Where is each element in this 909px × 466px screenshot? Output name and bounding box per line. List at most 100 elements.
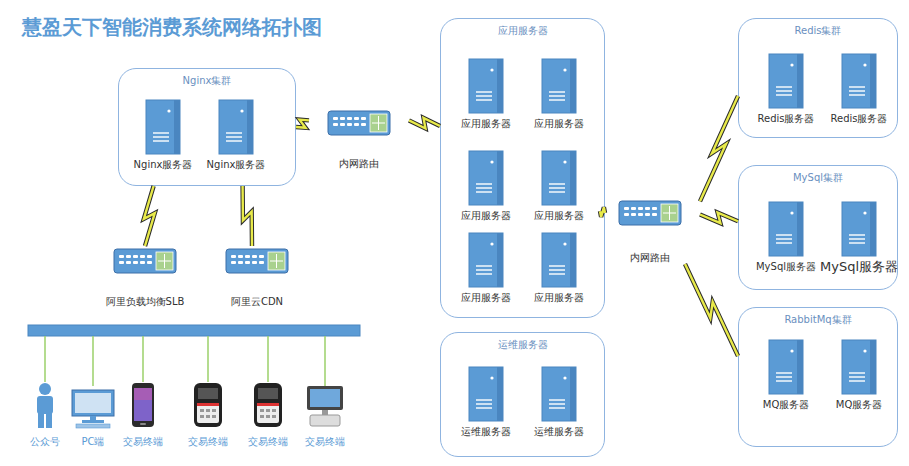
node-label: MQ服务器 [819, 399, 899, 411]
node-label: 内网路由 [600, 252, 700, 264]
server-node: MQ服务器 [746, 339, 826, 413]
node-label: MySql服务器 [746, 261, 826, 273]
node-label: MySql服务器 [819, 259, 899, 275]
link-outline [600, 207, 605, 217]
node-label: 交易终端 [295, 436, 355, 448]
lightning-link [685, 264, 738, 356]
server-icon [841, 339, 877, 399]
server-icon [218, 99, 254, 159]
server-node: 应用服务器 [446, 58, 526, 132]
server-node: 应用服务器 [446, 150, 526, 224]
lightning-link [144, 186, 155, 246]
node-label: 交易终端 [113, 436, 173, 448]
node-label: Redis服务器 [819, 113, 899, 125]
node-label: 运维服务器 [519, 426, 599, 438]
server-icon [468, 150, 504, 210]
link-fill [700, 213, 738, 224]
lightning-link [600, 207, 605, 217]
client-icon [68, 380, 118, 434]
server-node: MQ服务器 [819, 339, 899, 413]
node-label: 阿里云CDN [207, 296, 307, 308]
server-node: Nginx服务器 [196, 99, 276, 173]
node-label: 公众号 [15, 436, 75, 448]
node-label: 应用服务器 [446, 210, 526, 222]
node-label: 应用服务器 [519, 210, 599, 222]
server-node: Redis服务器 [746, 53, 826, 127]
node-label: Nginx服务器 [196, 159, 276, 171]
client-node: 交易终端 [238, 378, 298, 454]
router-icon [618, 200, 682, 230]
node-label: 应用服务器 [519, 292, 599, 304]
client-node: 交易终端 [178, 378, 238, 454]
server-node: MySql服务器 [746, 201, 826, 275]
link-fill [296, 120, 309, 128]
server-icon [768, 53, 804, 113]
router-node: 阿里负载均衡SLB [95, 246, 195, 310]
client-node: PC端 [63, 378, 123, 454]
node-label: 应用服务器 [519, 118, 599, 130]
server-icon [768, 339, 804, 399]
link-fill [600, 207, 605, 217]
lightning-link [296, 120, 309, 128]
server-node: 应用服务器 [519, 58, 599, 132]
server-node: MySql服务器 [819, 201, 899, 275]
server-icon [541, 366, 577, 426]
bus-drops [45, 336, 325, 386]
node-label: 交易终端 [238, 436, 298, 448]
cluster-box: 运维服务器运维服务器运维服务器 [440, 332, 605, 457]
lightning-link [700, 213, 738, 224]
link-outline [700, 96, 738, 201]
cluster-label: RabbitMq集群 [739, 314, 897, 326]
node-label: 应用服务器 [446, 118, 526, 130]
lightning-link [700, 96, 738, 201]
link-fill [144, 186, 155, 246]
router-icon [225, 248, 289, 278]
client-icon [243, 380, 293, 434]
client-icon [118, 380, 168, 434]
link-fill [700, 96, 738, 201]
link-fill [409, 118, 440, 129]
cluster-label: MySql集群 [739, 172, 897, 184]
link-fill [243, 186, 252, 246]
router-icon [113, 248, 177, 278]
lightning-link [409, 118, 440, 129]
server-icon [468, 232, 504, 292]
link-outline [144, 186, 155, 246]
server-icon [768, 201, 804, 261]
node-label: Nginx服务器 [123, 159, 203, 171]
client-icon [183, 380, 233, 434]
node-label: Redis服务器 [746, 113, 826, 125]
lightning-link [243, 186, 252, 246]
client-node: 交易终端 [295, 378, 355, 454]
client-node: 交易终端 [113, 378, 173, 454]
server-icon [541, 150, 577, 210]
node-label: 内网路由 [309, 158, 409, 170]
diagram-title: 慧盈天下智能消费系统网络拓扑图 [22, 14, 322, 40]
server-icon [468, 58, 504, 118]
cluster-label: 应用服务器 [441, 25, 604, 37]
link-outline [296, 120, 309, 128]
link-outline [409, 118, 440, 129]
node-label: 运维服务器 [446, 426, 526, 438]
client-node: 公众号 [15, 378, 75, 454]
server-icon [841, 201, 877, 261]
server-node: Redis服务器 [819, 53, 899, 127]
link-outline [685, 264, 738, 356]
server-node: 运维服务器 [446, 366, 526, 440]
node-label: MQ服务器 [746, 399, 826, 411]
router-node: 内网路由 [600, 198, 700, 264]
node-label: 应用服务器 [446, 292, 526, 304]
cluster-label: 运维服务器 [441, 339, 604, 351]
router-icon [327, 110, 391, 140]
node-label: 阿里负载均衡SLB [95, 296, 195, 308]
server-node: 应用服务器 [519, 150, 599, 224]
cluster-box: Nginx集群Nginx服务器Nginx服务器 [118, 68, 296, 186]
server-icon [541, 232, 577, 292]
link-outline [700, 213, 738, 224]
router-node: 内网路由 [309, 108, 409, 170]
link-outline [243, 186, 252, 246]
router-node: 阿里云CDN [207, 246, 307, 310]
cluster-box: 应用服务器应用服务器应用服务器应用服务器应用服务器应用服务器应用服务器 [440, 18, 605, 318]
cluster-box: RabbitMq集群 MQ服务器MQ服务器 [738, 307, 898, 447]
